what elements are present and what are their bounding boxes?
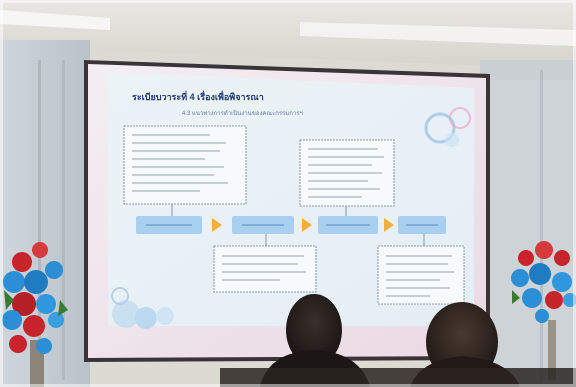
flow-arrow-icon (384, 218, 394, 232)
upper-note-box-2 (299, 139, 395, 207)
flower-arrangement-right (511, 241, 576, 380)
projected-slide (108, 72, 474, 329)
flow-arrow-icon (302, 218, 312, 232)
lower-note-box-1 (213, 245, 317, 293)
audience-head (286, 294, 342, 366)
slide-title: ระเบียบวาระที่ 4 เรื่องเพื่อพิจารณา (132, 92, 264, 102)
decorative-bubbles (111, 287, 174, 329)
audience-silhouettes (220, 294, 576, 387)
flow-steps (136, 216, 446, 234)
flow-arrow-icon (212, 218, 222, 232)
decorative-circle (424, 112, 456, 144)
decorative-circle (449, 107, 471, 129)
flower-arrangement-left (2, 242, 68, 387)
lower-note-box-2 (377, 245, 465, 305)
upper-note-box-1 (123, 125, 247, 205)
connector-lines (171, 204, 425, 246)
slide-subtitle: 4.3 แนวทางการดำเนินงานของคณะกรรมการฯ (182, 111, 303, 117)
decorative-circle (445, 133, 459, 147)
